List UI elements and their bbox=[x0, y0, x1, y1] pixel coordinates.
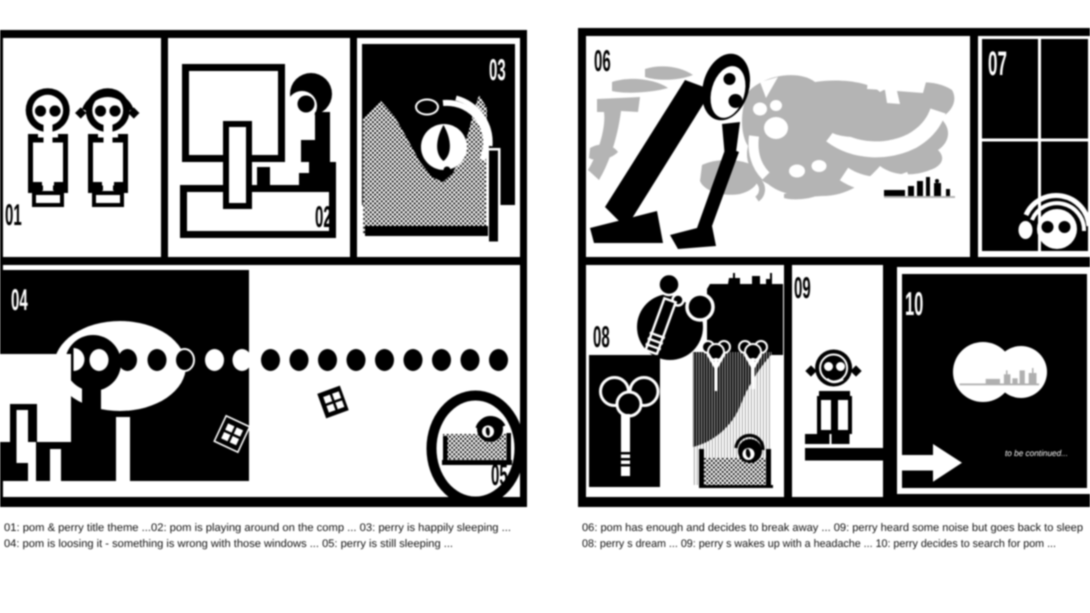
svg-text:10: 10 bbox=[905, 285, 923, 322]
svg-text:07: 07 bbox=[988, 45, 1007, 83]
svg-text:to be continued...: to be continued... bbox=[1005, 448, 1068, 458]
svg-text:09: 09 bbox=[794, 272, 811, 305]
svg-text:06: 06 bbox=[594, 45, 611, 78]
svg-text:04: pom is loosing it - someth: 04: pom is loosing it - something is wro… bbox=[4, 538, 453, 550]
svg-text:05: 05 bbox=[491, 459, 508, 492]
svg-text:04: 04 bbox=[11, 284, 28, 317]
svg-text:08: 08 bbox=[593, 321, 610, 354]
svg-text:01: 01 bbox=[5, 199, 22, 232]
svg-text:08: perry s dream ... 09: perr: 08: perry s dream ... 09: perry s wakes … bbox=[582, 538, 1056, 550]
svg-text:02: 02 bbox=[315, 201, 332, 234]
svg-text:01: pom & perry title theme ..: 01: pom & perry title theme ...02: pom i… bbox=[4, 522, 511, 534]
svg-text:03: 03 bbox=[489, 54, 506, 87]
svg-text:06: pom has enough and decides: 06: pom has enough and decides to break … bbox=[582, 522, 1083, 534]
